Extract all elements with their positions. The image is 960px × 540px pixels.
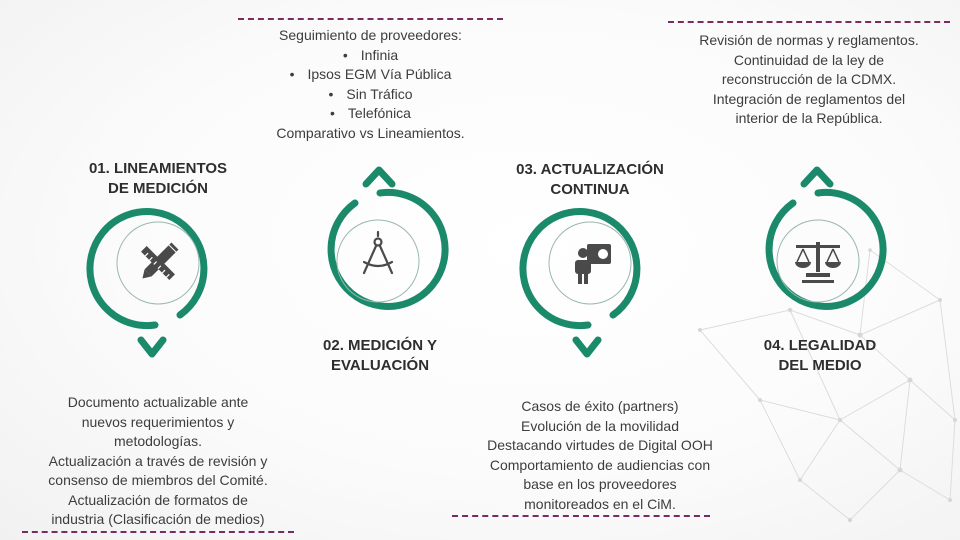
providers-footer: Comparativo vs Lineamientos. — [276, 124, 465, 141]
step4-title: 04. LEGALIDAD DEL MEDIO — [763, 337, 877, 374]
cycle-ring-step2 — [327, 188, 449, 310]
step1-description: Documento actualizable ante nuevos reque… — [48, 394, 268, 527]
cycle-ring-step4 — [765, 188, 887, 310]
step1-title: 01. LINEAMIENTOS DE MEDICIÓN — [88, 160, 228, 197]
compass-icon — [362, 230, 394, 275]
icon-circle-step4 — [776, 219, 860, 303]
icon-circle-step2 — [336, 219, 420, 303]
up-arrow-step4 — [800, 166, 834, 188]
providers-header: Seguimiento de proveedores: — [279, 27, 462, 43]
providers-list: Infinia Ipsos EGM Vía Pública Sin Tráfic… — [238, 46, 503, 124]
provider-item: Ipsos EGM Vía Pública — [238, 65, 503, 85]
step2-description: Seguimiento de proveedores: Infinia Ipso… — [238, 26, 503, 143]
provider-item: Sin Tráfico — [238, 85, 503, 105]
pencil-ruler-icon — [141, 242, 179, 280]
icon-circle-step1 — [116, 221, 200, 305]
step3-description: Casos de éxito (partners) Evolución de l… — [487, 398, 713, 512]
icon-circle-step3 — [548, 221, 632, 305]
step3-title: 03. ACTUALIZACIÓN CONTINUA — [516, 161, 664, 198]
down-arrow-step3 — [572, 336, 602, 358]
scales-icon — [795, 242, 841, 283]
provider-item: Telefónica — [238, 104, 503, 124]
provider-item: Infinia — [238, 46, 503, 66]
up-arrow-step2 — [362, 166, 396, 188]
dashed-divider-bottom-step3 — [452, 515, 710, 517]
cycle-ring-step3 — [519, 208, 641, 330]
dashed-divider-top-step4 — [668, 21, 950, 23]
dashed-divider-bottom-step1 — [22, 531, 294, 533]
presenter-icon — [575, 244, 611, 284]
cycle-ring-step1 — [86, 208, 208, 330]
step2-title: 02. MEDICIÓN Y EVALUACIÓN — [323, 337, 437, 374]
down-arrow-step1 — [137, 336, 167, 358]
step4-description: Revisión de normas y reglamentos. Contin… — [699, 32, 919, 126]
dashed-divider-top-step2 — [238, 18, 503, 20]
